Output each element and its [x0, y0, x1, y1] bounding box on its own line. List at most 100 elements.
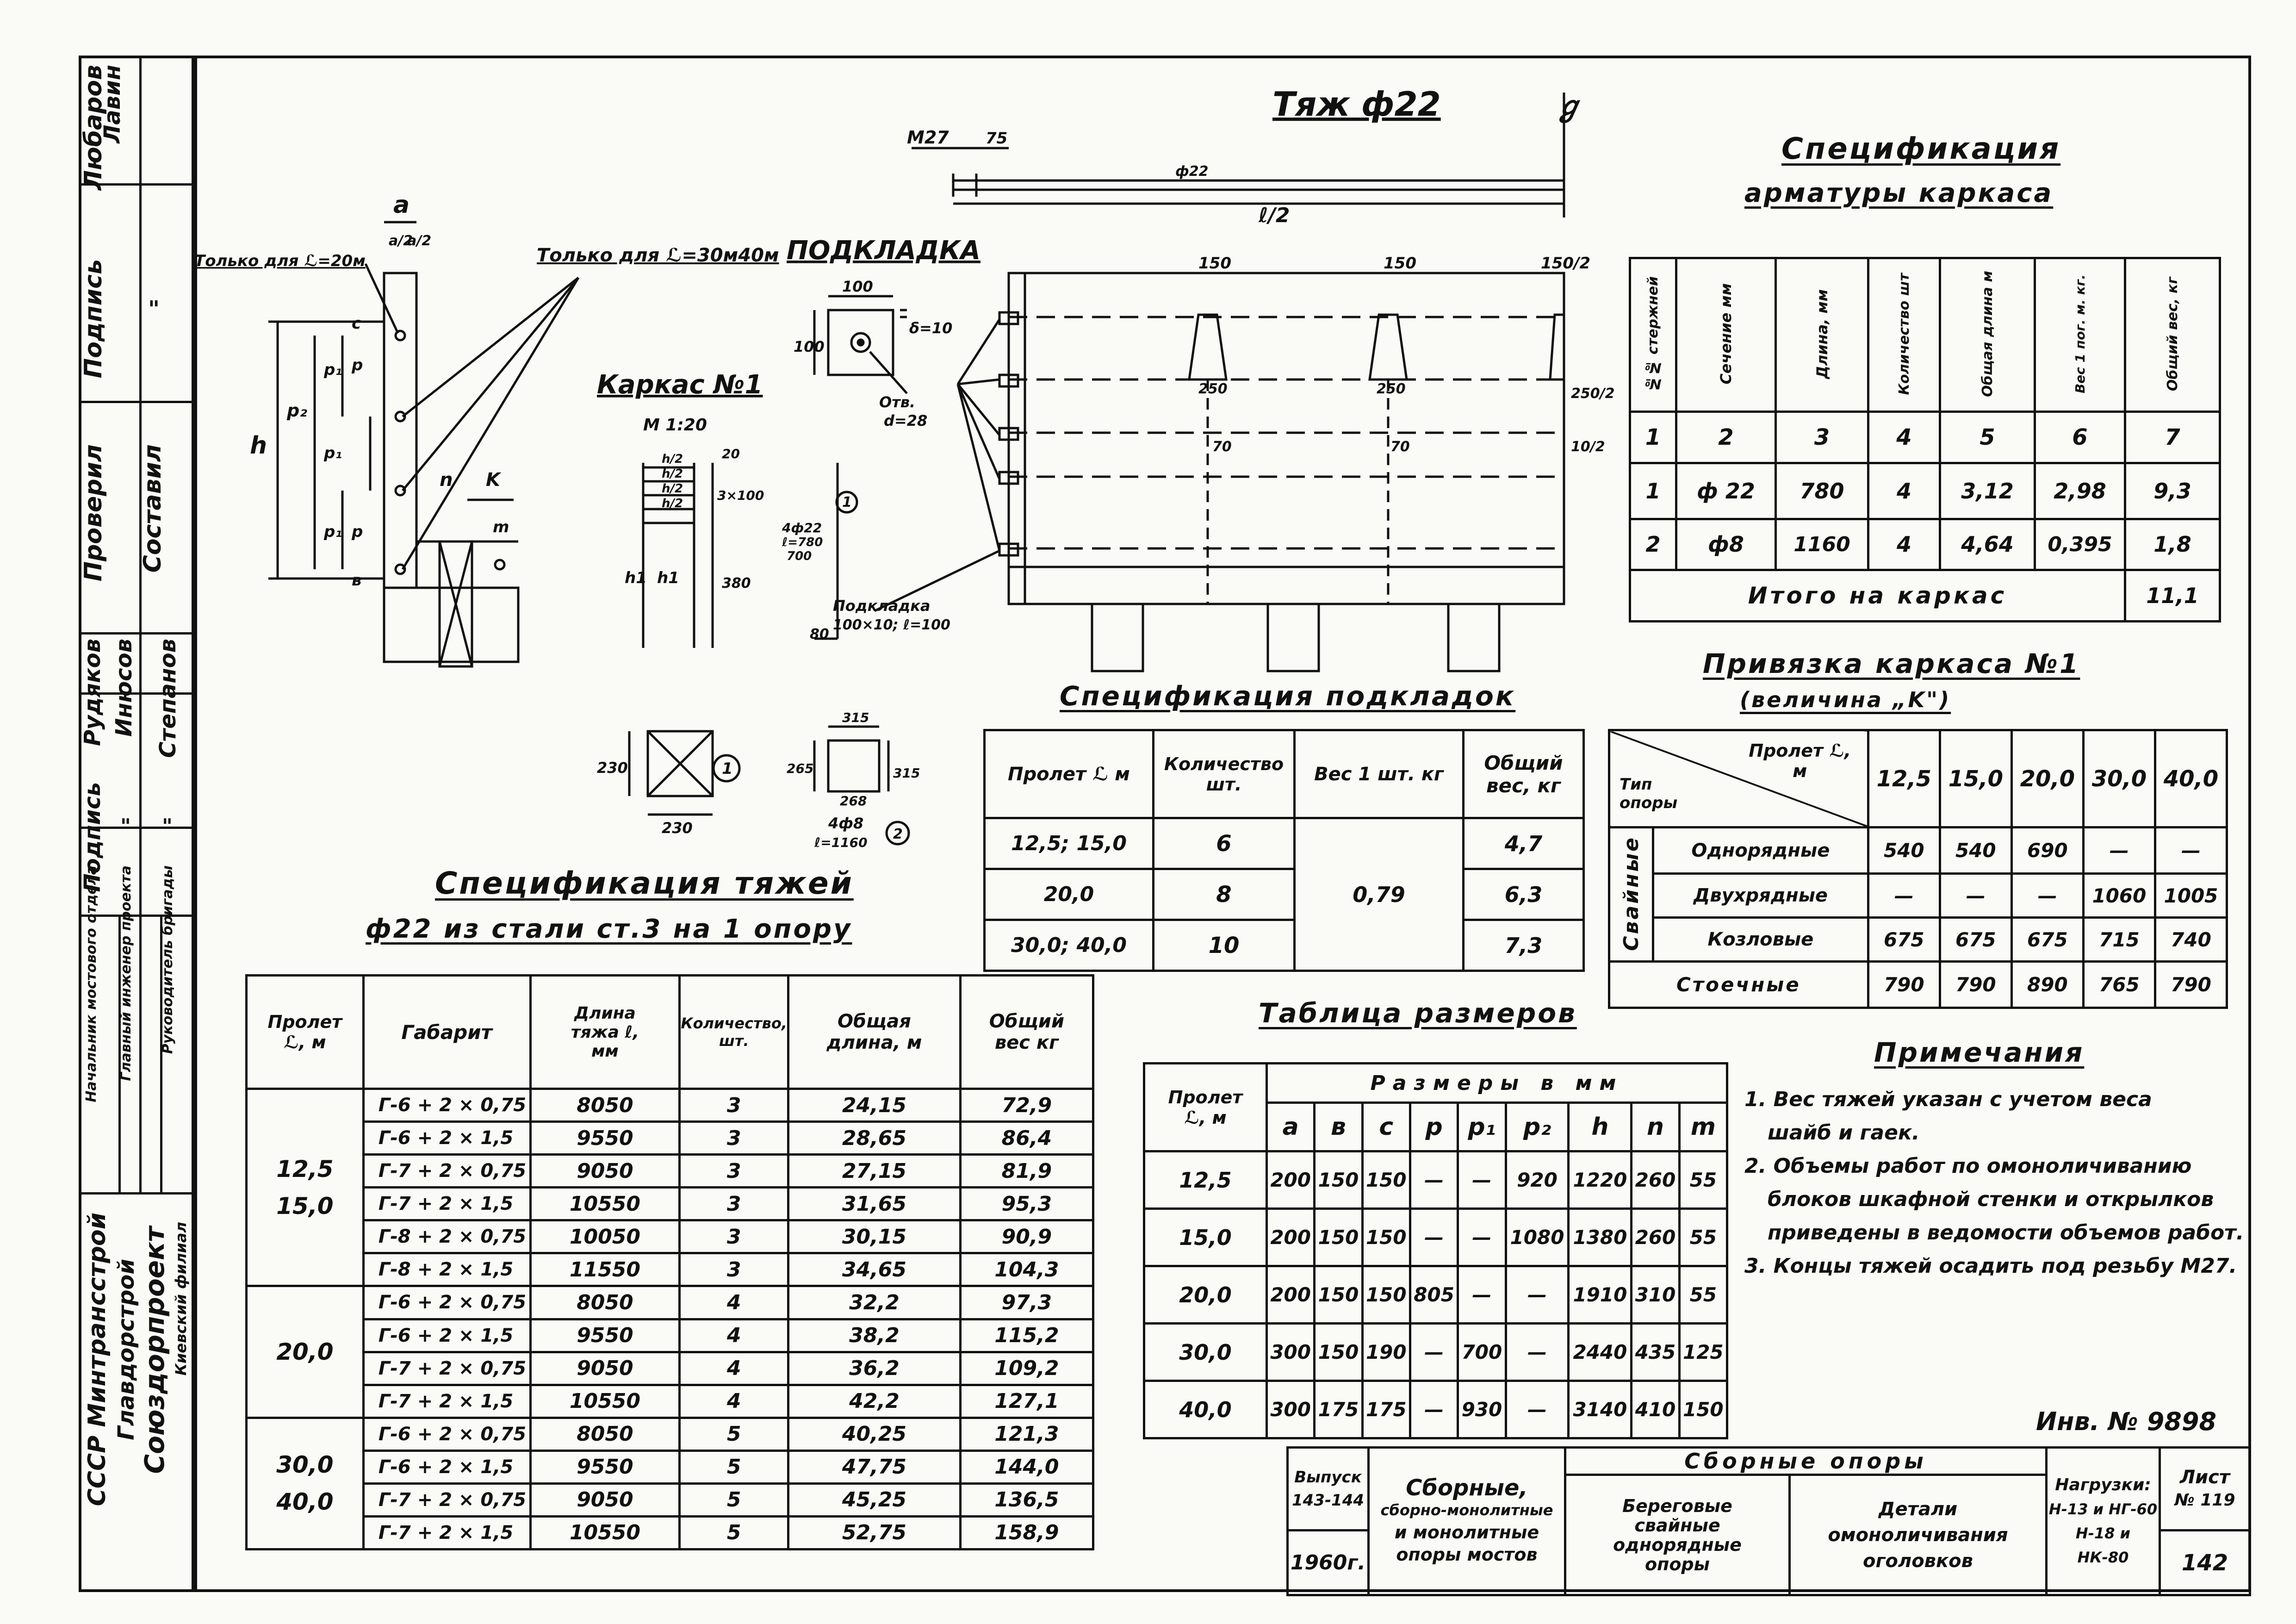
- tie-75: 75: [986, 129, 1007, 148]
- loads-l1: Н-13 и НГ-60: [2048, 1500, 2158, 1518]
- sec2-bars: 4ф8: [828, 815, 863, 832]
- frame-title: Каркас №1: [597, 370, 763, 400]
- loads-label: Нагрузки:: [2055, 1475, 2151, 1494]
- note-line-3: 2. Объемы работ по омоноличиванию: [1744, 1154, 2192, 1178]
- frame-20: 20: [722, 446, 740, 461]
- sec2-bottom: 268: [840, 793, 867, 809]
- frame-h2-a: h/2: [662, 452, 683, 466]
- dim-p1-top: p₁: [323, 361, 342, 379]
- axis-mark: ℊ: [1555, 90, 1582, 123]
- sec1-mark: 1: [722, 759, 733, 778]
- series-l4: опоры мостов: [1396, 1544, 1538, 1565]
- ditto-2: ": [162, 815, 173, 838]
- frame-scale: М 1:20: [643, 416, 707, 435]
- dim-m: m: [493, 518, 509, 536]
- binding-title-2: (величина „K"): [1740, 687, 1951, 712]
- only-20-label: Только для ℒ=20м: [194, 252, 366, 270]
- plate-thk: δ=10: [909, 319, 952, 337]
- arm-spec-title-1: Спецификация: [1781, 132, 2061, 166]
- frame-h1-a: h1: [625, 569, 647, 587]
- type-l2: свайные: [1634, 1515, 1720, 1536]
- year: 1960г.: [1286, 1529, 1370, 1596]
- frame-h2-d: h/2: [662, 497, 683, 510]
- note-line-5: приведены в ведомости объемов работ.: [1768, 1221, 2244, 1244]
- series-l3: и монолитные: [1394, 1522, 1539, 1543]
- issue-value: 143-144: [1291, 1491, 1365, 1510]
- issue-label: Выпуск: [1294, 1468, 1362, 1487]
- note-line-1: 1. Вес тяжей указан с учетом веса: [1744, 1088, 2152, 1111]
- type-l1: Береговые: [1622, 1495, 1732, 1516]
- section-title: Сборные опоры: [1564, 1446, 2048, 1476]
- series-l1: Сборные,: [1406, 1475, 1528, 1501]
- binding-table: Пролет ℒ, м Тип опоры 12,5 15,0 20,0 30,…: [1608, 729, 2228, 1009]
- tie-diam: ф22: [1175, 163, 1209, 180]
- detail-l3: оголовков: [1863, 1550, 1973, 1572]
- arm-spec-title-2: арматуры каркаса: [1744, 178, 2054, 208]
- ties-spec-table: Пролет ℒ, м Габарит Длина тяжа ℓ, мм Кол…: [245, 974, 1095, 1551]
- dim-a: a: [393, 191, 410, 219]
- sheet-no: № 119: [2174, 1491, 2235, 1510]
- tie-thread: М27: [907, 127, 949, 148]
- type-l4: опоры: [1644, 1554, 1710, 1574]
- title-block: Выпуск 143-144 Сборные, сборно-монолитны…: [1286, 1446, 2251, 1596]
- plate-h: 100: [794, 338, 825, 355]
- s250b: 250: [1377, 381, 1406, 397]
- s70a: 70: [1212, 439, 1232, 455]
- dim-h: h: [250, 432, 267, 460]
- dim-k: K: [486, 469, 502, 491]
- detail-l1: Детали: [1878, 1498, 1958, 1520]
- sec2-left: 265: [787, 761, 813, 776]
- s70b: 70: [1390, 439, 1410, 455]
- series-l2: сборно-монолитные: [1380, 1501, 1553, 1519]
- dim-p1-bottom: p₁: [323, 523, 342, 541]
- s150b: 150: [1384, 254, 1416, 273]
- note-line-4: блоков шкафной стенки и открылков: [1768, 1188, 2214, 1211]
- plate-w: 100: [842, 278, 873, 295]
- frame-h1-b: h1: [657, 569, 679, 587]
- sec2-top: 315: [842, 710, 869, 725]
- plate-hole-d: d=28: [884, 412, 927, 429]
- note-line-2: шайб и гаек.: [1768, 1121, 1920, 1145]
- sec2-mark: 2: [893, 826, 903, 842]
- s150a: 150: [1198, 254, 1231, 273]
- dim-n: n: [440, 469, 453, 491]
- ties-spec-title-2: ф22 из стали ст.3 на 1 опору: [366, 914, 852, 944]
- sec1-h: 230: [597, 759, 628, 777]
- ditto-3: ": [148, 296, 160, 322]
- notes-list: 1. Вес тяжей указан с учетом веса шайб и…: [1744, 1083, 2253, 1283]
- frame-h2-c: h/2: [662, 482, 683, 496]
- only-30-40-label: Только для ℒ=30м40м: [537, 245, 779, 266]
- s250c: 250/2: [1571, 386, 1614, 402]
- loads-l2: Н-18 и НК-80: [2075, 1524, 2131, 1566]
- frame-bar-l: ℓ=780: [782, 535, 823, 549]
- s250a: 250: [1198, 381, 1228, 397]
- frame-80: 80: [810, 626, 829, 642]
- arm-total-row: Итого на каркас 11,1: [1629, 569, 2221, 622]
- dim-a2b: a/2: [407, 233, 431, 249]
- dim-p-top: p: [351, 356, 363, 374]
- plates-spec-table: Пролет ℒ м Количество шт. Вес 1 шт. кг О…: [983, 729, 1585, 972]
- drawing-frame: [194, 56, 2251, 1592]
- frame-380: 380: [722, 575, 751, 591]
- plate-callout-1: Подкладка: [833, 597, 931, 615]
- side-stamp: [79, 56, 194, 1592]
